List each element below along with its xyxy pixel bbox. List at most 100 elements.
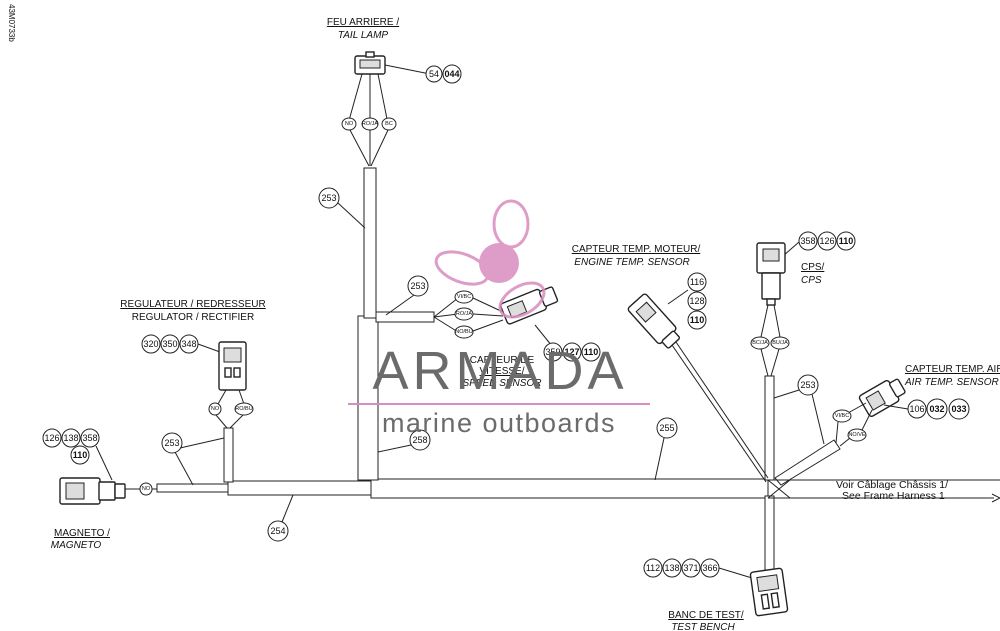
- svg-text:116: 116: [690, 277, 704, 287]
- part-callout: 116: [687, 272, 707, 292]
- part-callout: 110: [581, 342, 601, 362]
- propeller-logo-icon: [434, 199, 546, 319]
- harness-main-right: [370, 478, 769, 499]
- tail-lamp-title-fr: FEU ARRIERE /: [327, 17, 399, 28]
- part-callout: 110: [836, 231, 856, 251]
- svg-text:348: 348: [181, 339, 196, 349]
- regulator-connector[interactable]: [218, 341, 247, 391]
- svg-text:110: 110: [73, 450, 88, 460]
- drawing-id: 43M0733b: [7, 4, 16, 42]
- part-callout: 044: [442, 64, 462, 84]
- part-callout: 138: [662, 558, 682, 578]
- part-callout: 128: [687, 291, 707, 311]
- wire-label: NO: [208, 402, 222, 416]
- wire-label: RO/JA: [361, 117, 379, 131]
- svg-text:258: 258: [412, 435, 427, 445]
- wire-label: BC: [381, 117, 397, 131]
- air-temp-connector[interactable]: [858, 375, 907, 417]
- air-temp-title-en: AIR TEMP. SENSOR: [904, 377, 999, 388]
- tail-lamp-title-en: TAIL LAMP: [338, 30, 389, 41]
- part-callout: 110: [687, 310, 707, 330]
- harness-callout-253-airtemp: 253: [797, 374, 819, 396]
- svg-text:253: 253: [410, 281, 425, 291]
- svg-text:032: 032: [929, 404, 944, 414]
- cps-title-en: CPS: [801, 275, 822, 286]
- svg-text:350: 350: [162, 339, 177, 349]
- svg-text:BU/JA: BU/JA: [772, 340, 788, 346]
- svg-text:RO/JA: RO/JA: [362, 121, 379, 127]
- svg-text:358: 358: [800, 236, 815, 246]
- part-callout: 348: [179, 334, 199, 354]
- harness-cross-2: [767, 479, 791, 499]
- cps-connector[interactable]: [756, 242, 786, 306]
- tail-lamp-connector[interactable]: [354, 51, 386, 75]
- test-bench-connector[interactable]: [749, 567, 789, 617]
- svg-text:358: 358: [82, 433, 97, 443]
- wire-label: BC/JA: [750, 336, 770, 350]
- engine-temp-connector[interactable]: [627, 293, 683, 351]
- part-callout: 033: [948, 398, 970, 420]
- svg-text:126: 126: [44, 433, 59, 443]
- watermark-title: ARMADA: [372, 341, 627, 401]
- regulator-title-fr: REGULATEUR / REDRESSEUR: [120, 299, 265, 310]
- magneto-connector[interactable]: [59, 477, 126, 505]
- svg-text:320: 320: [143, 339, 158, 349]
- speed-sensor-title-fr1: CAPTEUR DE: [470, 355, 535, 366]
- svg-text:127: 127: [564, 347, 579, 357]
- part-callout: 126: [817, 231, 837, 251]
- svg-text:138: 138: [63, 433, 78, 443]
- harness-callout-255: 255: [656, 417, 678, 439]
- air-temp-group: CAPTEUR TEMP. AIR/ AIR TEMP. SENSOR 106 …: [832, 364, 1000, 447]
- svg-text:BC/JA: BC/JA: [752, 340, 768, 346]
- part-callout: 358: [798, 231, 818, 251]
- part-callout: 350: [160, 334, 180, 354]
- harness-main-left: [156, 483, 231, 493]
- regulator-group: REGULATEUR / REDRESSEUR REGULATOR / RECT…: [120, 299, 266, 429]
- test-bench-title-en: TEST BENCH: [671, 622, 735, 631]
- test-bench-title-fr: BANC DE TEST/: [668, 610, 744, 621]
- svg-text:128: 128: [689, 296, 704, 306]
- part-callout: 359: [543, 342, 563, 362]
- part-callout: 127: [562, 342, 582, 362]
- regulator-title-en: REGULATOR / RECTIFIER: [132, 312, 254, 323]
- frame-harness-note-en: See Frame Harness 1: [842, 490, 945, 502]
- svg-text:106: 106: [909, 404, 924, 414]
- wire-label: VI/BC: [832, 409, 852, 423]
- wire-label: NO: [139, 482, 153, 496]
- svg-text:044: 044: [444, 69, 459, 79]
- harness-callout-258: 258: [409, 429, 431, 451]
- engine-temp-group: CAPTEUR TEMP. MOTEUR/ ENGINE TEMP. SENSO…: [572, 244, 769, 483]
- speed-sensor-group: VI/BC RO/JA NO/BU CAPTEUR DE VITESSE/ SP…: [433, 284, 601, 389]
- svg-text:110: 110: [839, 236, 854, 246]
- svg-text:54: 54: [429, 69, 439, 79]
- harness-branch-regulator: [223, 427, 234, 483]
- part-callout: 54: [425, 65, 443, 83]
- svg-text:138: 138: [664, 563, 679, 573]
- wire-label: NO/VE: [847, 428, 867, 442]
- magneto-title-fr: MAGNETO /: [54, 528, 110, 539]
- part-callout: 032: [926, 398, 948, 420]
- frame-harness-arrow: [991, 493, 1000, 503]
- svg-text:VI/BC: VI/BC: [457, 294, 471, 300]
- part-callout: 110: [70, 445, 90, 465]
- svg-text:359: 359: [545, 347, 560, 357]
- harness-branch-testbench: [764, 495, 775, 575]
- svg-text:253: 253: [321, 193, 336, 203]
- wire-label: NO/BU: [454, 325, 474, 339]
- magneto-group: 126 138 358 110 NO MAGNETO / MAGNETO: [42, 428, 157, 551]
- svg-text:VI/BC: VI/BC: [835, 413, 849, 419]
- svg-text:NO: NO: [345, 121, 354, 127]
- svg-text:110: 110: [584, 347, 599, 357]
- magneto-title-en: MAGNETO: [51, 540, 102, 551]
- tail-lamp-group: FEU ARRIERE / TAIL LAMP 54 044 NO RO/JA …: [327, 17, 462, 167]
- part-callout: 371: [681, 558, 701, 578]
- part-callout: 138: [61, 428, 81, 448]
- engine-temp-title-en: ENGINE TEMP. SENSOR: [574, 257, 689, 268]
- harness-branch-cps: [764, 375, 775, 481]
- harness-main-mid: [227, 480, 374, 496]
- speed-sensor-connector[interactable]: [500, 284, 559, 325]
- harness-callout-253-speed: 253: [407, 275, 429, 297]
- part-callout: 358: [80, 428, 100, 448]
- harness-branch-airtemp: [774, 439, 841, 486]
